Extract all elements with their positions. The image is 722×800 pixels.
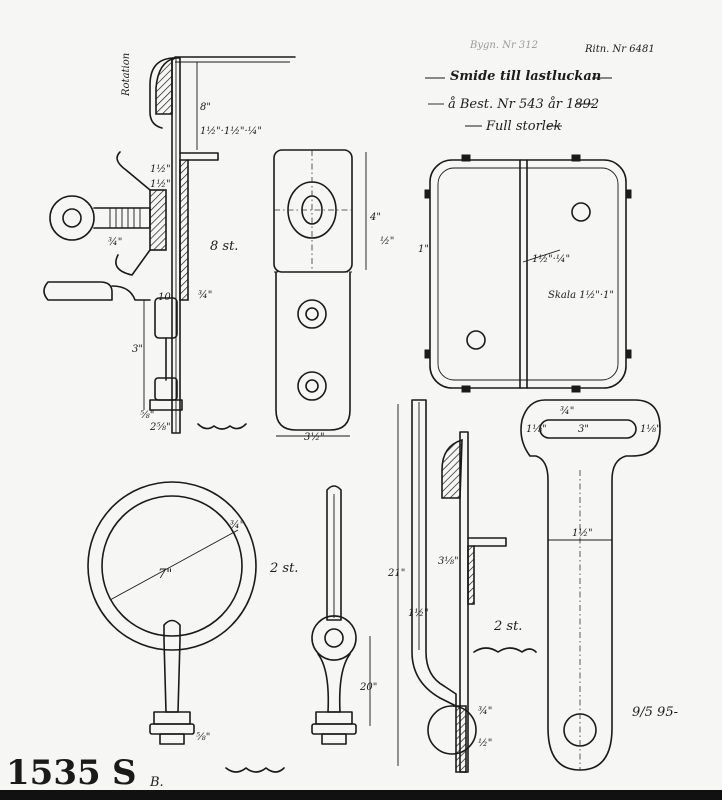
hasp-dim-a: 3⅛": [438, 556, 459, 567]
hasp-side-view: 21" 3⅛" 1½" ¾" ½" 2 st.: [387, 399, 537, 773]
drawing-title: Smide till lastluckan: [450, 69, 601, 84]
hasp-dim-c: ¾": [478, 706, 492, 717]
archive-stamp: 1535 S B.: [6, 753, 164, 793]
hinge-side-view: 8" 1½"·1½"·¼" Rotation 1½" 1½" ¾" 10 ¾" …: [43, 53, 296, 434]
stamp-number: 1535: [6, 753, 101, 793]
hinge-dim-g: ⅝": [140, 410, 154, 421]
hinge-front-view: 4" ½" 3½": [273, 149, 394, 443]
hasp-width: 1½": [572, 528, 593, 539]
ring-view: 7" ¾" ⅝" 2 st.: [87, 481, 298, 773]
hinge-dim-e: ¾": [198, 290, 212, 301]
front-dim-height: 4": [369, 212, 381, 223]
stamp-suffix: S: [112, 753, 137, 793]
ring-wire: ¾": [230, 520, 244, 531]
stamp-mark: B.: [149, 775, 164, 790]
hasp-dim-b: 1½": [408, 608, 429, 619]
hasp-slot-right: 1⅛": [640, 424, 661, 435]
hinge-dim-tall: 8": [200, 102, 211, 113]
plate-slot-note: Skala 1½"·1": [548, 290, 614, 301]
plate-thickness: 1½"·¼": [532, 254, 570, 265]
hasp-dim-d: ½": [478, 738, 492, 749]
hasp-slot-left: 1⅛": [526, 424, 547, 435]
hinge-dim-d: 10: [158, 292, 171, 303]
drawing-subtitle: å Best. Nr 543 år 1892: [448, 96, 599, 112]
hasp-front-view: 1⅛" 3" 1⅛" ¾" 1½": [520, 399, 661, 771]
date-note: 9/5 95-: [632, 705, 678, 720]
hinge-dim-a: 1½": [150, 164, 171, 175]
drawing-number: Ritn. Nr 6481: [584, 44, 655, 55]
hinge-dim-f: 3": [132, 344, 143, 355]
hinge-dim-c: ¾": [108, 237, 122, 248]
ring-diameter: 7": [158, 567, 172, 582]
scale-note: Full storlek: [485, 119, 562, 134]
title-block: Bygn. Nr 312 Ritn. Nr 6481 Smide till la…: [425, 40, 655, 134]
ring-bolt: ⅝": [196, 732, 210, 743]
plate-left-edge: 1": [418, 244, 429, 255]
hasp-slot-mid: 3": [578, 424, 589, 435]
hasp-quantity: 2 st.: [493, 619, 522, 634]
front-dim-width: 3½": [304, 432, 325, 443]
ring-quantity: 2 st.: [269, 561, 298, 576]
hatch-plate-view: 1½"·¼" Skala 1½"·1" 1": [418, 154, 632, 393]
bottom-border: [0, 790, 722, 800]
hinge-quantity: 8 st.: [210, 239, 238, 254]
hinge-dim-bottom: 2⅝": [149, 422, 171, 433]
hasp-total: 21": [387, 568, 405, 579]
hinge-dim-b: 1½": [150, 179, 171, 190]
front-dim-note: ½": [380, 236, 394, 247]
archive-ref: Bygn. Nr 312: [469, 40, 538, 51]
bolt-length: 20": [359, 682, 377, 693]
hinge-plate-size: 1½"·1½"·¼": [200, 126, 262, 137]
hinge-rotation-label: Rotation: [121, 53, 132, 97]
hasp-slot-top: ¾": [560, 406, 574, 417]
bolt-side-view: 20": [311, 485, 377, 745]
